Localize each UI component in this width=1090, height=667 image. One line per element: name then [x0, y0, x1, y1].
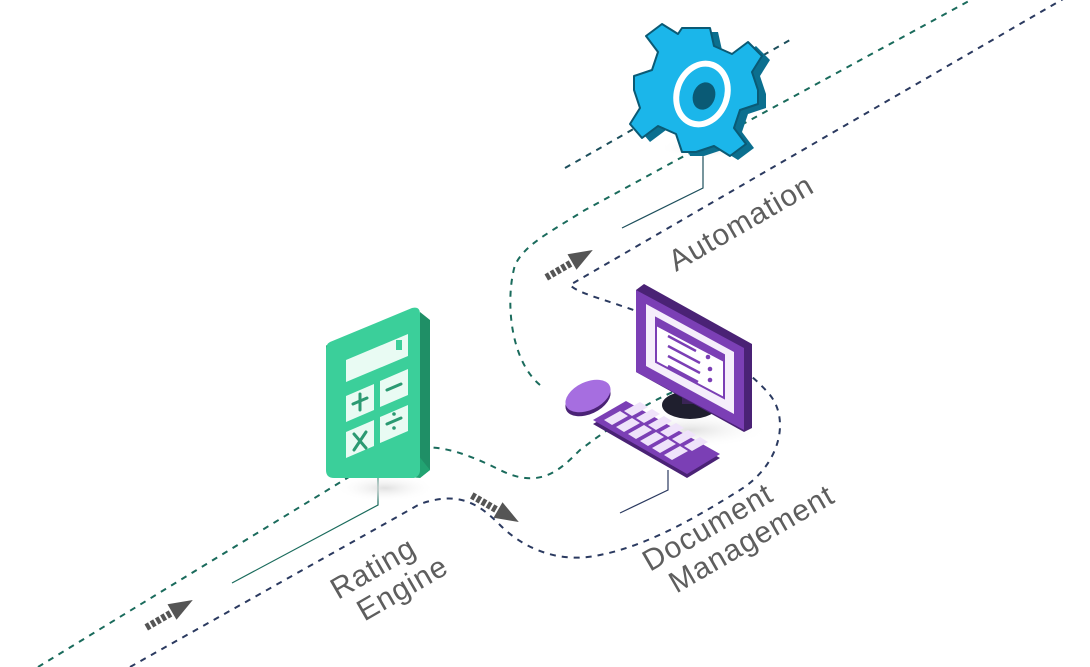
path-edge-lower [129, 0, 1064, 667]
keyboard-icon [593, 401, 720, 478]
gear-icon [629, 23, 770, 160]
connector-document [619, 470, 669, 514]
mouse-icon [565, 379, 611, 417]
connectors [231, 150, 704, 584]
calculator-icon [326, 307, 435, 502]
connector-automation [621, 150, 704, 229]
workflow-path [37, 0, 1064, 667]
path-edge-upper [37, 0, 973, 667]
label-rating-engine: Rating Engine [325, 531, 454, 628]
arrow-icon [144, 250, 593, 631]
